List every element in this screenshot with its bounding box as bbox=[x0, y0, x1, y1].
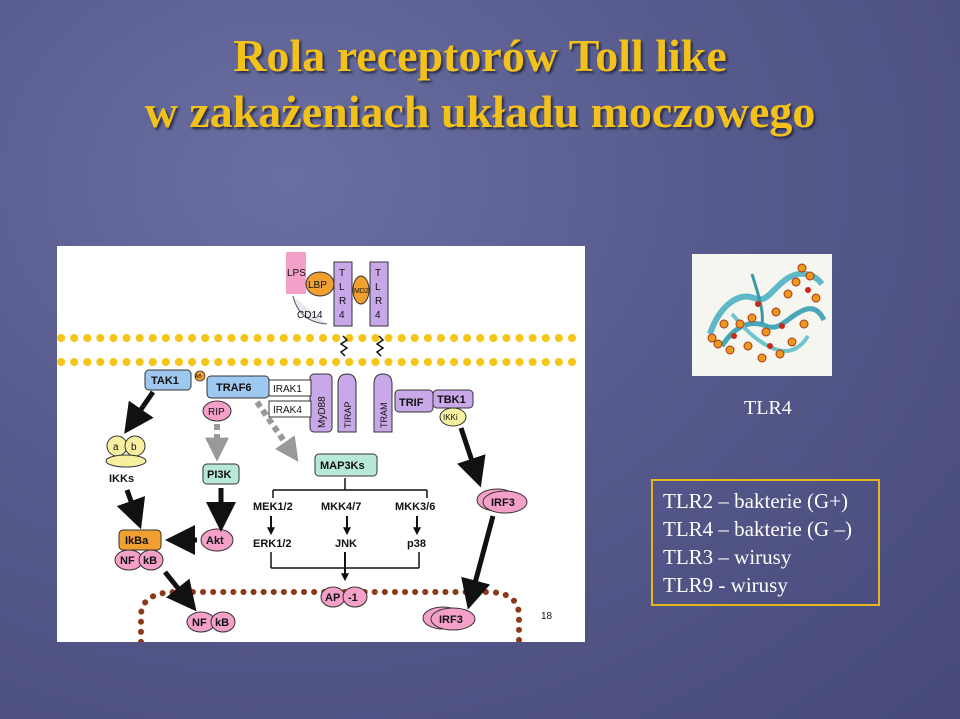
protein-structure-image bbox=[692, 254, 832, 376]
nf-label: NF bbox=[120, 555, 135, 567]
lps-complex: LPS LBP CD14 bbox=[286, 252, 335, 325]
slide-title: Rola receptorów Toll like w zakażeniach … bbox=[0, 28, 960, 140]
md2-shape bbox=[352, 275, 370, 305]
ikki-shape bbox=[439, 407, 467, 427]
tlr-list-item: TLR9 - wirusy bbox=[663, 573, 788, 597]
irak4-box bbox=[268, 400, 312, 418]
akt-label: Akt bbox=[206, 535, 224, 547]
svg-text:T: T bbox=[339, 268, 345, 279]
cd14-label: CD14 bbox=[297, 310, 323, 321]
nf-nuclear-label: NF bbox=[192, 617, 207, 629]
rip-shape bbox=[202, 400, 232, 422]
tlr-list-item: TLR2 – bakterie (G+) bbox=[663, 489, 849, 513]
map3ks-label: MAP3Ks bbox=[320, 460, 365, 472]
ap1-label: -1 bbox=[348, 592, 358, 604]
title-line-2: w zakażeniach układu moczowego bbox=[144, 86, 816, 137]
md2-label: MD2 bbox=[354, 288, 369, 295]
ikk-base bbox=[105, 454, 147, 468]
irak4-label: IRAK4 bbox=[273, 405, 302, 416]
tab-shape bbox=[194, 370, 206, 382]
svg-text:4: 4 bbox=[339, 310, 345, 321]
kb-shape bbox=[138, 549, 164, 571]
svg-text:R: R bbox=[339, 296, 346, 307]
irf3-nuclear-shape bbox=[430, 607, 476, 631]
tram-label: TRAM bbox=[379, 403, 389, 429]
p38-label: p38 bbox=[407, 538, 426, 550]
kb-nuclear-shape bbox=[210, 611, 236, 633]
lbp-label: LBP bbox=[308, 280, 327, 291]
svg-text:R: R bbox=[375, 296, 382, 307]
diagram-svg: LPS LBP CD14 T L R 4 MD2 T L R 4 MyD88 bbox=[57, 252, 585, 642]
svg-text:4: 4 bbox=[375, 310, 381, 321]
tlr-signaling-diagram: LPS LBP CD14 T L R 4 MD2 T L R 4 MyD88 bbox=[57, 246, 585, 642]
title-line-1: Rola receptorów Toll like bbox=[233, 30, 727, 81]
tab-label: AB bbox=[195, 374, 202, 380]
pi3k-label: PI3K bbox=[207, 469, 232, 481]
irak1-box bbox=[268, 379, 312, 397]
tak1-label: TAK1 bbox=[151, 375, 179, 387]
traf6-label: TRAF6 bbox=[216, 382, 251, 394]
ikba-label: IkBa bbox=[125, 535, 149, 547]
lps-label: LPS bbox=[287, 268, 306, 279]
ikba-box bbox=[118, 529, 162, 551]
erk12-label: ERK1/2 bbox=[253, 538, 292, 550]
map3ks-box bbox=[314, 453, 378, 477]
tlr-tail-right bbox=[375, 335, 385, 357]
ap1-shape bbox=[342, 586, 368, 608]
kb-label: kB bbox=[143, 555, 157, 567]
svg-text:T: T bbox=[375, 268, 381, 279]
tlr4-structure-icon bbox=[707, 263, 827, 363]
tirap-label: TIRAP bbox=[343, 401, 353, 428]
tlr-tail-left bbox=[339, 335, 349, 357]
tlr-pathogen-list: TLR2 – bakterie (G+) TLR4 – bakterie (G … bbox=[651, 479, 880, 606]
ikki-label: IKKi bbox=[443, 413, 458, 422]
trif-label: TRIF bbox=[399, 397, 424, 409]
ikks-label: IKKs bbox=[109, 473, 134, 485]
tlr-list-item: TLR3 – wirusy bbox=[663, 545, 792, 569]
page-number: 18 bbox=[541, 611, 553, 622]
irf3-top-shape bbox=[482, 490, 528, 514]
ikk-b-label: b bbox=[131, 442, 137, 453]
tirap-shape bbox=[337, 373, 357, 433]
svg-text:L: L bbox=[375, 282, 381, 293]
mkk47-label: MKK4/7 bbox=[321, 501, 361, 513]
myd88-label: MyD88 bbox=[317, 396, 328, 428]
tlr-list-item: TLR4 – bakterie (G –) bbox=[663, 517, 852, 541]
tak1-box bbox=[144, 369, 192, 391]
tlr4-receptor-right: T L R 4 bbox=[369, 261, 389, 327]
irf3-nuclear-label: IRF3 bbox=[439, 614, 463, 626]
ap-label: AP bbox=[325, 592, 340, 604]
irak1-label: IRAK1 bbox=[273, 384, 302, 395]
mkk36-label: MKK3/6 bbox=[395, 501, 435, 513]
cell-membrane bbox=[57, 334, 585, 366]
irf3-top-label: IRF3 bbox=[491, 497, 515, 509]
tlr4-receptor-left: T L R 4 bbox=[333, 261, 353, 327]
rip-label: RIP bbox=[208, 407, 225, 418]
jnk-label: JNK bbox=[335, 538, 357, 550]
protein-caption: TLR4 bbox=[744, 397, 792, 419]
tbk1-label: TBK1 bbox=[437, 394, 466, 406]
mek12-label: MEK1/2 bbox=[253, 501, 293, 513]
ikk-a-label: a bbox=[113, 442, 119, 453]
pathway-arrows bbox=[116, 390, 496, 612]
kb-nuclear-label: kB bbox=[215, 617, 229, 629]
tram-shape bbox=[373, 373, 393, 433]
svg-text:L: L bbox=[339, 282, 345, 293]
pi3k-box bbox=[202, 463, 240, 485]
